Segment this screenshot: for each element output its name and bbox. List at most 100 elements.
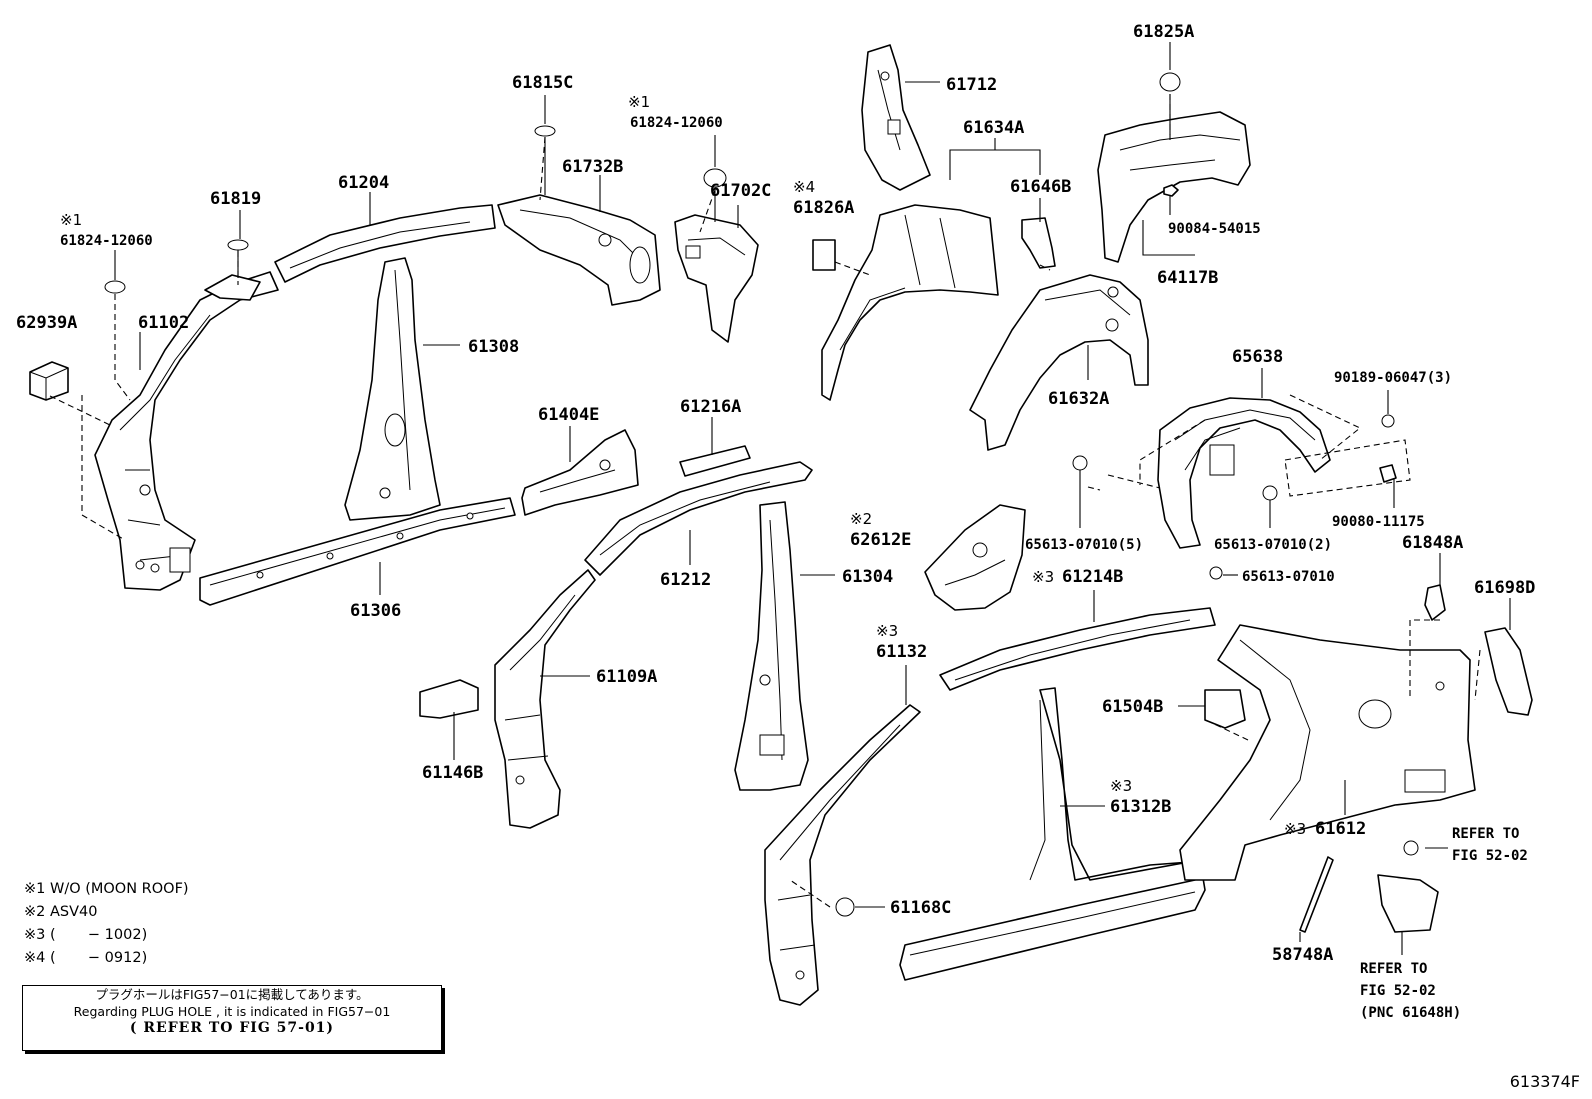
label-61204: 61204 <box>338 173 389 193</box>
part-61702C-shape <box>674 214 759 343</box>
plug-note-japanese: プラグホールはFIG57−01に掲載してあります。 <box>95 987 369 1002</box>
assembly-dashed-lines <box>49 94 1481 908</box>
label-61102: 61102 <box>138 313 189 333</box>
label-61819: 61819 <box>210 189 261 209</box>
part-61712-shape <box>861 44 931 191</box>
label-90084-54015: 90084-54015 <box>1168 221 1261 237</box>
label-61815C: 61815C <box>512 73 573 93</box>
legend-note-3: ※3 ( − 1002) <box>24 927 147 943</box>
refer-note-1-line2: FIG 52-02 <box>1452 848 1528 864</box>
legend-note-2: ※2 ASV40 <box>24 904 97 920</box>
mark-2: ※2 <box>850 510 872 528</box>
part-58748A-shape <box>1299 856 1334 933</box>
part-61306-shape <box>199 497 516 606</box>
part-61308-shape <box>344 257 441 521</box>
refer-note-1-line1: REFER TO <box>1452 826 1519 842</box>
part-61404E-shape <box>521 429 639 516</box>
part-61632A-shape <box>969 274 1149 451</box>
part-90189-clip-shape <box>1381 414 1395 428</box>
refer-note-2-line2: FIG 52-02 <box>1360 983 1436 999</box>
part-61826A-shape <box>812 239 836 271</box>
label-61825A: 61825A <box>1133 22 1194 42</box>
label-64117B: 64117B <box>1157 268 1218 288</box>
label-61146B: 61146B <box>422 763 483 783</box>
label-61698D: 61698D <box>1474 578 1535 598</box>
mark-3-61312B: ※3 <box>1110 777 1132 795</box>
part-61102-shape <box>94 271 279 591</box>
part-61824-plug-left-shape <box>104 280 126 294</box>
part-61819-shape <box>204 239 261 301</box>
part-61648H-bracket-shape <box>1377 874 1439 933</box>
label-65613-07010-2: 65613-07010(2) <box>1214 537 1332 553</box>
part-90084-shape <box>1163 184 1179 197</box>
part-65613-5-nut-shape <box>1072 455 1088 471</box>
part-65613-nut-shape <box>1209 566 1223 580</box>
part-61646B-shape <box>1021 217 1056 269</box>
label-61824-left: 61824-12060 <box>60 233 153 249</box>
leader-lines <box>114 42 1511 955</box>
label-62612E: 62612E <box>850 530 911 550</box>
part-61824-plug-center-shape <box>703 168 727 188</box>
label-61214B: 61214B <box>1062 567 1123 587</box>
part-64117B-shape <box>1097 111 1251 263</box>
mark-1-center: ※1 <box>628 93 650 111</box>
label-61109A: 61109A <box>596 667 657 687</box>
part-62612E-shape <box>924 504 1026 611</box>
part-61304-shape <box>734 501 809 791</box>
label-65638: 65638 <box>1232 347 1283 367</box>
part-61504B-shape <box>1204 689 1246 729</box>
part-61732B-shape <box>497 194 661 306</box>
mark-3-61612: ※3 <box>1284 820 1306 838</box>
label-61212: 61212 <box>660 570 711 590</box>
mark-3-61214B: ※3 <box>1032 568 1054 586</box>
label-61216A: 61216A <box>680 397 741 417</box>
label-61304: 61304 <box>842 567 893 587</box>
label-61712: 61712 <box>946 75 997 95</box>
mark-3-61132: ※3 <box>876 622 898 640</box>
label-61132: 61132 <box>876 642 927 662</box>
part-65613-2-nut-shape <box>1262 485 1278 501</box>
part-61204-shape <box>274 204 496 283</box>
part-61848A-shape <box>1424 584 1446 621</box>
part-refer-nut-shape <box>1403 840 1419 856</box>
label-61632A: 61632A <box>1048 389 1109 409</box>
label-61646B: 61646B <box>1010 177 1071 197</box>
label-61702C: 61702C <box>710 181 771 201</box>
part-61214B-shape <box>939 607 1216 691</box>
legend-note-1: ※1 W/O (MOON ROOF) <box>24 881 189 897</box>
label-61634A: 61634A <box>963 118 1024 138</box>
refer-note-2-line3: (PNC 61648H) <box>1360 1005 1461 1021</box>
part-61312B-shape <box>899 687 1206 981</box>
label-62939A: 62939A <box>16 313 77 333</box>
plug-note-english: Regarding PLUG HOLE , it is indicated in… <box>73 1004 391 1019</box>
part-61146B-shape <box>419 679 479 719</box>
part-61212-shape <box>584 461 813 576</box>
mark-1-left: ※1 <box>60 211 82 229</box>
label-61732B: 61732B <box>562 157 623 177</box>
part-65638-shape <box>1157 397 1331 549</box>
label-90080-11175: 90080-11175 <box>1332 514 1425 530</box>
label-61612: 61612 <box>1315 819 1366 839</box>
mark-4: ※4 <box>793 178 815 196</box>
label-61404E: 61404E <box>538 405 599 425</box>
part-61132-shape <box>764 704 921 1006</box>
label-61826A: 61826A <box>793 198 854 218</box>
part-61825A-plug-shape <box>1159 72 1181 92</box>
part-62939A-shape <box>29 361 69 401</box>
plug-hole-note-box: プラグホールはFIG57−01に掲載してあります。 Regarding PLUG… <box>22 985 442 1051</box>
part-90080-bolt-shape <box>1379 464 1397 483</box>
part-61815C-plug-shape <box>534 125 556 137</box>
refer-note-2-line1: REFER TO <box>1360 961 1427 977</box>
label-58748A: 58748A <box>1272 945 1333 965</box>
figure-id: 613374F <box>1509 1072 1580 1091</box>
label-61308: 61308 <box>468 337 519 357</box>
part-61168C-shape <box>835 897 855 917</box>
label-61306: 61306 <box>350 601 401 621</box>
label-65613-07010: 65613-07010 <box>1242 569 1335 585</box>
label-65613-07010-5: 65613-07010(5) <box>1025 537 1143 553</box>
label-61312B: 61312B <box>1110 797 1171 817</box>
part-61698D-shape <box>1484 627 1533 716</box>
label-90189-06047: 90189-06047(3) <box>1334 370 1452 386</box>
part-61216A-shape <box>679 445 751 477</box>
